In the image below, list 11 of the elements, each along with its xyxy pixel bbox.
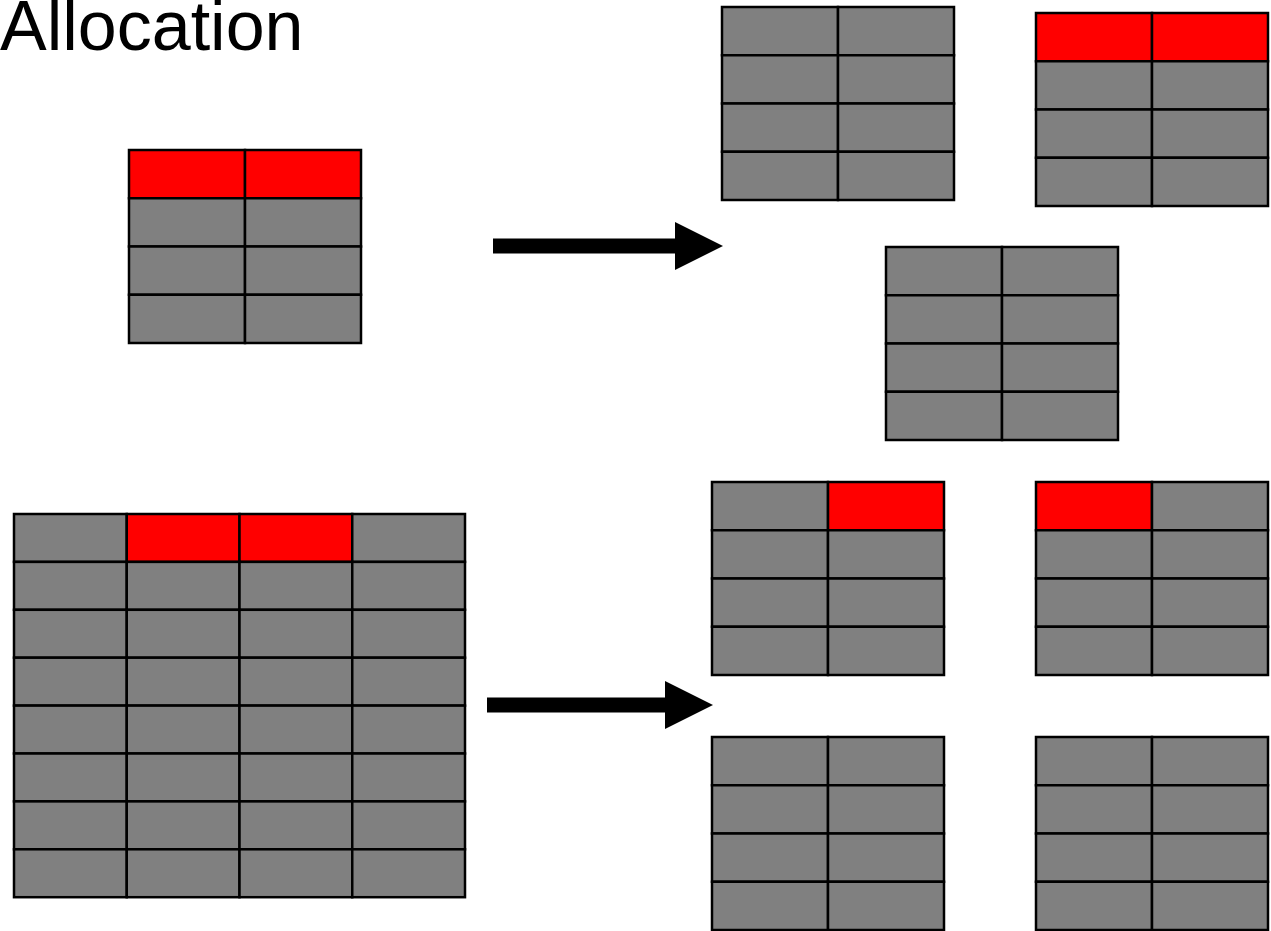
grid-table bbox=[129, 150, 361, 343]
grid-table bbox=[1036, 13, 1268, 206]
grid-table bbox=[712, 482, 944, 675]
grid-table bbox=[722, 7, 954, 200]
arrow bbox=[493, 222, 723, 270]
grid-table bbox=[14, 514, 465, 898]
arrow bbox=[487, 681, 713, 729]
grid-table bbox=[1036, 737, 1268, 930]
grid-table bbox=[1036, 482, 1268, 675]
grid-table bbox=[712, 737, 944, 930]
grid-table bbox=[886, 247, 1118, 440]
